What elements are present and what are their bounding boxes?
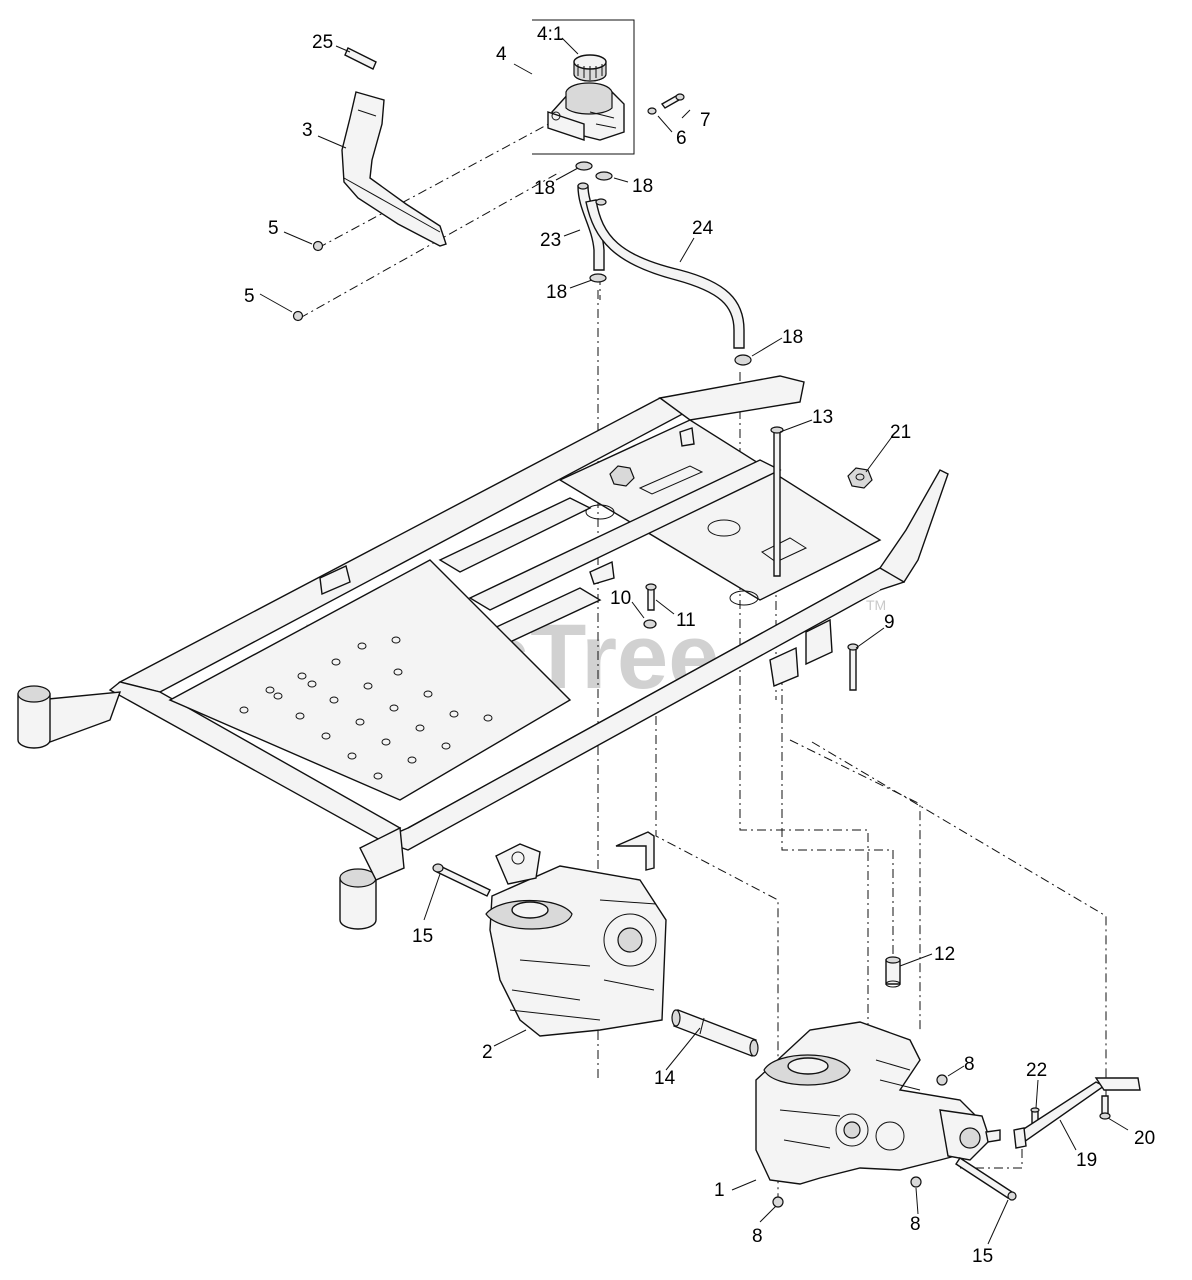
callout-19: 19	[1076, 1150, 1097, 1171]
part-5-nut-upper	[312, 240, 324, 252]
callout-8-c: 8	[910, 1214, 921, 1235]
part-9-bolt	[847, 643, 859, 691]
callout-23: 23	[540, 230, 561, 251]
callout-20: 20	[1134, 1128, 1155, 1149]
callout-22: 22	[1026, 1060, 1047, 1081]
part-7-bolt	[660, 93, 685, 109]
callout-labels: 25 4 4:1 7 6 3 18 18 5 23 24 5 18 18 13 …	[244, 24, 1155, 1267]
callout-18-c: 18	[546, 282, 567, 303]
callout-4-1: 4:1	[537, 24, 563, 45]
callout-15-b: 15	[972, 1246, 993, 1267]
part-20-bolt	[1099, 1095, 1111, 1120]
part-18-clamps	[575, 161, 752, 366]
part-4-reservoir	[532, 19, 635, 155]
callout-21: 21	[890, 422, 911, 443]
callout-14: 14	[654, 1068, 676, 1089]
callout-24: 24	[692, 218, 714, 239]
part-4-1-cap	[573, 54, 607, 82]
alignment-lines	[299, 119, 1107, 1200]
part-10-nut	[643, 619, 657, 629]
callout-9: 9	[884, 612, 895, 633]
part-8-nut-lower-left	[772, 1196, 784, 1208]
frame-nut	[609, 465, 635, 487]
callout-5-a: 5	[268, 218, 279, 239]
part-21-nut	[847, 467, 873, 489]
callout-7: 7	[700, 110, 711, 131]
callout-18-b: 18	[632, 176, 653, 197]
part-8-nut-lower-right	[910, 1176, 922, 1188]
callout-12: 12	[934, 944, 955, 965]
part-24-hose	[585, 198, 745, 349]
callout-2: 2	[482, 1042, 493, 1063]
part-1-transaxle-right	[755, 1021, 1001, 1185]
part-11-bolt	[645, 583, 657, 611]
part-12-spacer	[885, 956, 901, 988]
part-15-bolt-left	[432, 863, 491, 897]
callout-18-d: 18	[782, 327, 803, 348]
part-3-bracket	[341, 91, 447, 247]
callout-1: 1	[714, 1180, 725, 1201]
watermark-trademark: TM	[866, 597, 886, 613]
leader-lines	[259, 37, 1129, 1245]
part-19-rod	[1013, 1077, 1141, 1149]
part-13-bolt	[770, 426, 784, 577]
callout-5-b: 5	[244, 286, 255, 307]
deck-holes	[239, 636, 493, 780]
callout-15-a: 15	[412, 926, 433, 947]
callout-11: 11	[676, 610, 696, 631]
part-14-axle	[671, 1009, 759, 1057]
callout-18-a: 18	[534, 178, 555, 199]
callout-8-b: 8	[752, 1226, 763, 1247]
callout-3: 3	[302, 120, 313, 141]
callout-13: 13	[812, 407, 833, 428]
part-5-nut-lower	[292, 310, 304, 322]
part-15-bolt-right	[955, 1157, 1017, 1201]
callout-4: 4	[496, 44, 507, 65]
chassis-frame	[17, 375, 949, 930]
callout-25: 25	[312, 32, 333, 53]
part-2-transaxle-left	[485, 831, 667, 1037]
part-25-pin	[344, 47, 377, 70]
callout-10: 10	[610, 588, 631, 609]
part-6-washer	[647, 107, 657, 115]
callout-8-a: 8	[964, 1054, 975, 1075]
callout-6: 6	[676, 128, 687, 149]
part-8-nut-upper	[936, 1074, 948, 1086]
